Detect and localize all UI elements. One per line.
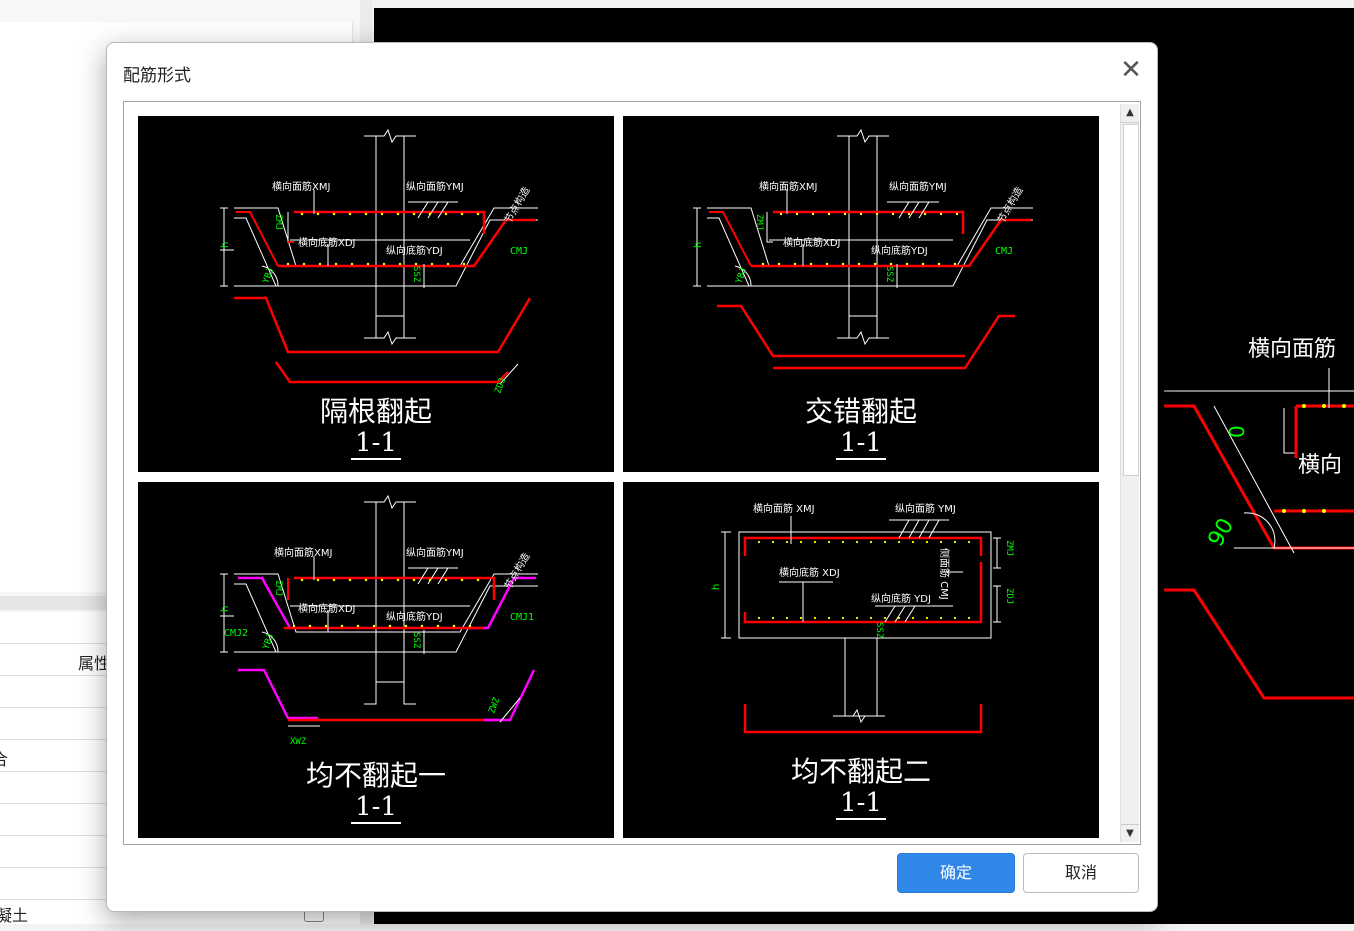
option-name: 交错翻起 [804,395,917,428]
option-staggered-bent[interactable]: 横向面筋XMJ 纵向面筋YMJ 横向底筋XDJ 纵向底筋YDJ 节点构造 CMJ… [623,116,1099,472]
label-zwz: ZWZ [487,696,502,715]
cad-label: 横向面筋 [1248,337,1336,362]
option-preview-box: 横向面筋XMJ 纵向面筋YMJ 横向底筋XDJ 纵向底筋YDJ 节点构造 CMJ… [123,101,1141,845]
label-top-horizontal: 横向面筋XMJ [759,180,817,193]
label-h: h [220,606,231,612]
option-diagram: 横向面筋 XMJ 纵向面筋 YMJ 横向底筋 XDJ 纵向底筋 YDJ 侧面筋 … [711,502,1014,734]
label-zdj: ZDJ [1004,588,1014,604]
label-top-horizontal: 横向面筋XMJ [272,180,330,193]
cad-label: 横向 [1298,453,1342,478]
label-h: h [693,242,704,248]
table-cell: 合 [0,750,9,769]
section-label: 1-1 [351,428,401,460]
cancel-button[interactable]: 取消 [1023,853,1139,893]
label-side: CMJ [995,246,1013,257]
section-label: 1-1 [351,792,401,824]
scroll-thumb[interactable] [1123,124,1139,476]
column-header-property: 属性 [78,654,111,673]
option-diagram: 横向面筋XMJ 纵向面筋YMJ 横向底筋XDJ 纵向底筋YDJ 节点构造 CMJ… [220,494,538,747]
label-h: h [711,584,722,590]
close-button[interactable]: ✕ [1117,57,1145,85]
option-name: 均不翻起二 [790,755,931,788]
label-ssz: SSZ [411,632,421,649]
label-ssz: SSZ [874,622,884,639]
label-top-horizontal: 横向面筋XMJ [274,546,332,559]
label-zmj: ZMJ [273,580,283,596]
option-name: 均不翻起一 [305,759,446,792]
option-no-bent-two[interactable]: 横向面筋 XMJ 纵向面筋 YMJ 横向底筋 XDJ 纵向底筋 YDJ 侧面筋 … [623,482,1099,838]
label-side: CMJ [510,246,528,257]
label-side: CMJ1 [510,612,534,623]
label-side-2: CMJ2 [224,628,248,639]
label-top-horizontal: 横向面筋 XMJ [753,502,815,515]
label-top-vertical: 纵向面筋YMJ [406,180,464,193]
label-top-vertical: 纵向面筋 YMJ [895,502,956,515]
label-bottom-horizontal: 横向底筋XDJ [298,236,356,249]
label-zmj: ZMJ [754,214,764,230]
label-bottom-vertical: 纵向底筋YDJ [386,244,443,257]
close-icon: ✕ [1120,55,1142,85]
option-diagram: 横向面筋XMJ 纵向面筋YMJ 横向底筋XDJ 纵向底筋YDJ 节点构造 CMJ… [693,128,1033,370]
option-diagram: 横向面筋XMJ 纵向面筋YMJ 横向底筋XDJ 纵向底筋YDJ 节点构造 CMJ… [220,128,538,395]
scroll-up-arrow-icon[interactable]: ▲ [1121,104,1139,123]
table-cell: 凝土 [0,906,29,925]
option-no-bent-one[interactable]: 横向面筋XMJ 纵向面筋YMJ 横向底筋XDJ 纵向底筋YDJ 节点构造 CMJ… [138,482,614,838]
label-bottom-horizontal: 横向底筋XDJ [298,602,356,615]
label-zmj: ZMJ [273,214,283,230]
label-bottom-horizontal: 横向底筋XDJ [783,236,841,249]
reinforcement-form-dialog: 配筋形式 ✕ [106,42,1158,912]
label-bottom-horizontal: 横向底筋 XDJ [779,566,840,579]
ok-button[interactable]: 确定 [897,853,1015,893]
cad-label: 0 [1225,425,1249,438]
option-name: 隔根翻起 [319,395,432,428]
section-label: 1-1 [836,788,886,820]
preview-scrollbar[interactable]: ▲ ▼ [1120,104,1139,842]
label-slope: 节点构造 [501,550,532,591]
label-xwz: XWZ [290,737,307,747]
section-label: 1-1 [836,428,886,460]
scroll-down-arrow-icon[interactable]: ▼ [1121,824,1139,843]
label-ssz: SSZ [411,266,421,283]
label-side: 侧面筋 CMJ [938,548,951,600]
label-bottom-vertical: 纵向底筋 YDJ [871,592,931,605]
label-h: h [220,242,231,248]
label-bottom-vertical: 纵向底筋YDJ [386,610,443,623]
cad-drawing: 横向面筋 横向 0 90 [1164,337,1354,700]
label-top-vertical: 纵向面筋YMJ [889,180,947,193]
label-ssz: SSZ [884,266,894,283]
dialog-title: 配筋形式 [123,66,191,86]
label-top-vertical: 纵向面筋YMJ [406,546,464,559]
cad-label: 90 [1204,514,1240,551]
label-bottom-vertical: 纵向底筋YDJ [871,244,928,257]
option-alternate-bent[interactable]: 横向面筋XMJ 纵向面筋YMJ 横向底筋XDJ 纵向底筋YDJ 节点构造 CMJ… [138,116,614,472]
label-zmj: ZMJ [1004,540,1014,556]
